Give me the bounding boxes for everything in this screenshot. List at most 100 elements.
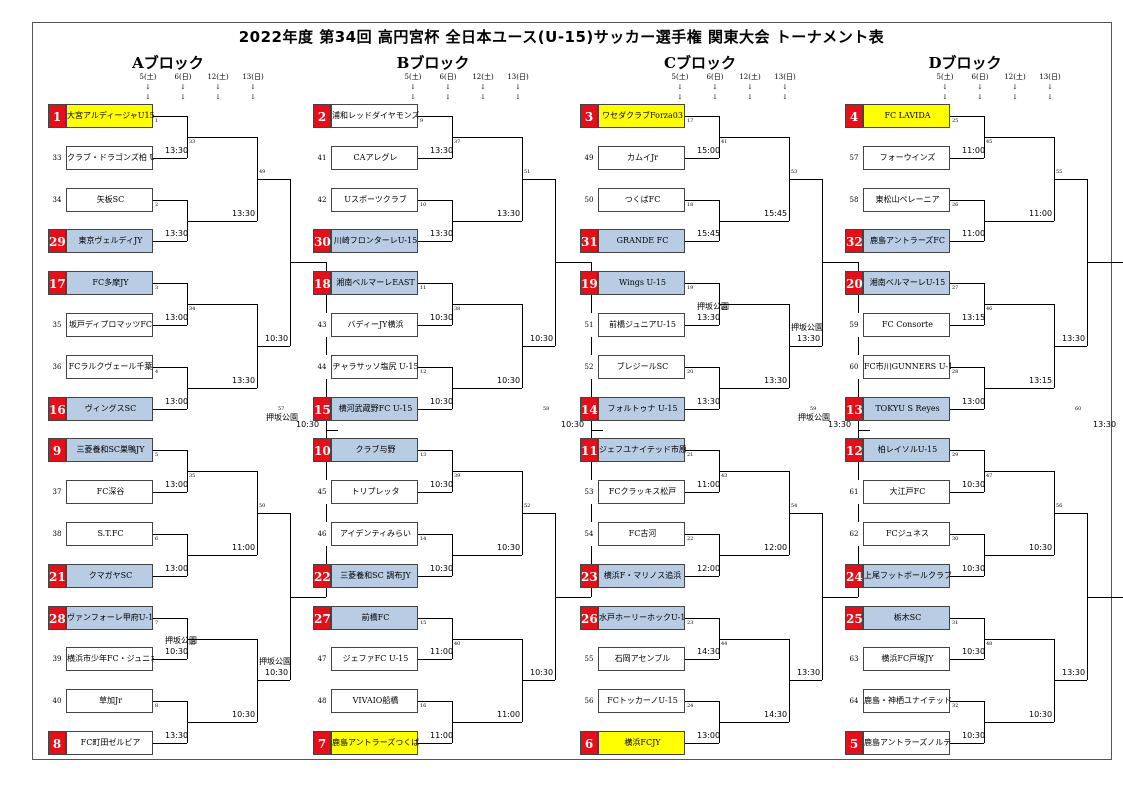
team-name: GRANDE FC: [616, 236, 669, 245]
kickoff-time: 13:00: [165, 397, 189, 406]
match-number: 59: [810, 405, 817, 412]
bracket-line: [719, 220, 789, 222]
arrow-down-icon: ↓: [515, 83, 521, 91]
bracket-line: [418, 534, 452, 535]
arrow-down-icon: ↓: [445, 93, 451, 101]
bracket-line: [719, 722, 789, 723]
arrow-down-icon: ↓: [1012, 83, 1018, 91]
seed-number: 37: [48, 480, 66, 504]
team-name: FC市川GUNNERS U-15: [864, 362, 951, 371]
team-box: VIVAIO船橋: [331, 689, 418, 713]
kickoff-time: 10:30: [430, 564, 454, 573]
bracket-line: [789, 346, 822, 347]
team-box: 大宮アルディージャU15: [66, 104, 154, 128]
bracket-line: [153, 200, 187, 201]
block-title: Dブロック: [928, 54, 1002, 72]
bracket-line: [153, 534, 187, 535]
team-name: 浦和レッドダイヤモンズJY: [332, 111, 419, 120]
team-box: アイデンティみらい: [331, 522, 418, 546]
match-number: 11: [420, 285, 427, 291]
round-date: 13(日): [774, 73, 796, 81]
team-box: 鹿島アントラーズFC: [863, 229, 950, 253]
bracket-line: [950, 158, 984, 159]
bracket-line: [685, 200, 719, 201]
match-number: 5: [155, 452, 159, 458]
match-number: 56: [1056, 503, 1063, 509]
seed-number: 3: [580, 104, 598, 128]
match-number: 1: [155, 118, 159, 124]
bracket-line: [153, 116, 187, 117]
seed-number: 64: [845, 689, 863, 713]
team-box: FC LAVIDA: [863, 104, 950, 128]
match-number: 6: [155, 536, 159, 542]
bracket-line: [950, 116, 984, 117]
team-box: クラブ・ドラゴンズ柏 U-15: [66, 146, 154, 170]
kickoff-time: 10:30: [232, 710, 256, 719]
team-box: 鹿島アントラーズノルテ: [863, 731, 951, 755]
match-number: 37: [454, 139, 461, 145]
kickoff-time: 10:30: [962, 731, 986, 740]
kickoff-time: 13:00: [165, 564, 189, 573]
round-date: 5(土): [139, 73, 157, 81]
bracket-line: [418, 116, 452, 117]
match-number: 33: [189, 139, 196, 145]
match-number: 18: [687, 202, 694, 208]
seed-number: 46: [313, 522, 331, 546]
bracket-line: [685, 450, 719, 451]
arrow-down-icon: ↓: [1012, 93, 1018, 101]
team-box: ブレジールSC: [598, 355, 685, 379]
bracket-line: [257, 346, 290, 347]
bracket-line: [950, 701, 984, 702]
venue-label: 押坂公園: [798, 412, 830, 422]
match-number: 31: [952, 620, 959, 626]
team-box: Wings U-15: [598, 271, 685, 295]
seed-number: 48: [313, 689, 331, 713]
team-box: フォーウインズ: [863, 146, 950, 170]
seed-number: 55: [580, 647, 598, 671]
bracket-line: [591, 429, 603, 431]
bracket-line: [984, 638, 1054, 640]
seed-number: 8: [48, 731, 66, 755]
seed-number: 44: [313, 355, 331, 379]
match-number: 8: [155, 703, 159, 709]
match-number: 25: [952, 118, 959, 124]
arrow-down-icon: ↓: [712, 83, 718, 91]
seed-number: 14: [580, 397, 598, 421]
team-box: FCトッカーノU-15: [598, 689, 685, 713]
round-date: 6(日): [174, 73, 192, 81]
kickoff-time: 11:00: [1029, 208, 1053, 218]
match-number: 34: [189, 306, 196, 312]
bracket-line: [685, 659, 719, 660]
seed-number: 63: [845, 647, 863, 671]
team-name: ジェフユナイテッド市原・千葉U-15: [599, 445, 686, 454]
round-date: 6(日): [439, 73, 457, 81]
team-box: 鹿島アントラーズつくば: [331, 731, 419, 755]
kickoff-time: 13:30: [797, 334, 821, 343]
team-name: VIVAIO船橋: [352, 696, 399, 705]
bracket-line: [418, 659, 452, 660]
arrow-down-icon: ↓: [480, 83, 486, 91]
team-name: 横浜FC戸塚JY: [881, 654, 934, 663]
bracket-line: [187, 220, 257, 222]
seed-number: 18: [313, 271, 331, 295]
bracket-line: [418, 576, 452, 577]
team-name: クラブ与野: [355, 445, 396, 454]
seed-number: 2: [313, 104, 331, 128]
kickoff-time: 14:30: [764, 710, 788, 719]
seed-number: 17: [48, 271, 66, 295]
team-box: 栃木SC: [863, 606, 950, 630]
block-title: Cブロック: [664, 54, 736, 72]
team-name: 上尾フットボールクラブ綾瀬: [864, 571, 951, 580]
bracket-line: [950, 576, 984, 577]
team-name: FC多摩JY: [92, 278, 129, 287]
team-box: フォルトゥナ U-15: [598, 397, 685, 421]
kickoff-time: 13:30: [697, 397, 721, 406]
match-number: 4: [155, 369, 159, 375]
seed-number: 13: [845, 397, 863, 421]
team-box: FC古河: [598, 522, 685, 546]
seed-number: 4: [845, 104, 863, 128]
bracket-line: [685, 367, 719, 368]
round-date: 6(日): [971, 73, 989, 81]
team-name: 東京ヴェルディJY: [78, 236, 143, 245]
match-number: 43: [721, 473, 728, 479]
